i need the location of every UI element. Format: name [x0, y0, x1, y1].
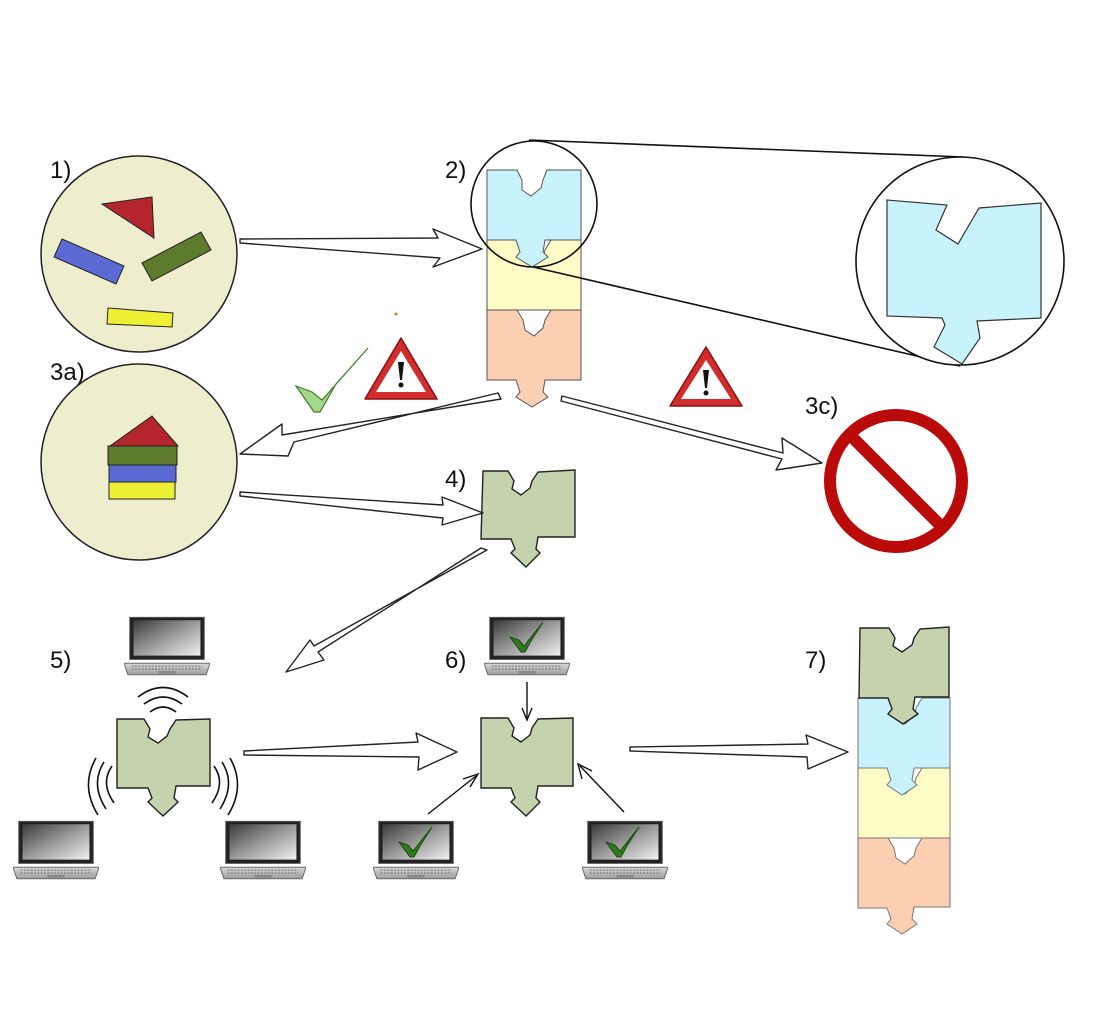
step-label-4: 4)	[445, 466, 466, 493]
laptop-icon	[220, 820, 306, 880]
yellow-bar-shape	[106, 307, 174, 328]
prohibited-icon	[824, 409, 968, 553]
green-block-step-5	[116, 718, 211, 817]
step-label-3a: 3a)	[50, 359, 85, 386]
arrow	[427, 682, 625, 815]
green-block-chain	[858, 626, 950, 725]
blue-bar-shape	[53, 238, 125, 285]
step-3a-circle	[40, 363, 238, 561]
step-label-3c: 3c)	[805, 393, 838, 420]
laptop-icon	[124, 616, 210, 676]
check-icon	[397, 826, 433, 858]
step-5-broadcast	[13, 616, 306, 880]
red-triangle-shape	[100, 196, 155, 239]
olive-bar-stacked	[107, 445, 178, 466]
step-label-5: 5)	[50, 647, 71, 674]
step-label-6: 6)	[445, 647, 466, 674]
warning-icon	[669, 346, 743, 407]
check-icon	[508, 621, 544, 653]
green-block-step-6	[480, 717, 574, 817]
step-6-verification	[373, 616, 668, 880]
step-1-circle	[40, 155, 238, 353]
arrow	[239, 228, 849, 771]
signal-waves-icon	[87, 686, 239, 816]
blue-bar-stacked	[108, 464, 177, 483]
peach-block	[486, 309, 582, 408]
step-7-chain	[857, 626, 951, 935]
cyan-block	[486, 169, 582, 268]
olive-bar-shape	[141, 231, 212, 282]
step-label-2: 2)	[445, 157, 466, 184]
step-2-stack	[394, 139, 964, 408]
check-icon	[604, 826, 640, 858]
step-label-1: 1)	[50, 157, 71, 184]
laptop-icon	[13, 820, 99, 880]
yellow-bar-stacked	[108, 481, 176, 500]
warning-icon	[364, 337, 438, 400]
check-icon	[294, 347, 369, 413]
magnified-view	[855, 156, 1065, 366]
magnified-cyan-block	[886, 199, 1042, 365]
peach-block-chain	[857, 837, 951, 935]
green-block-step-4	[480, 469, 576, 568]
step-label-7: 7)	[805, 647, 826, 674]
